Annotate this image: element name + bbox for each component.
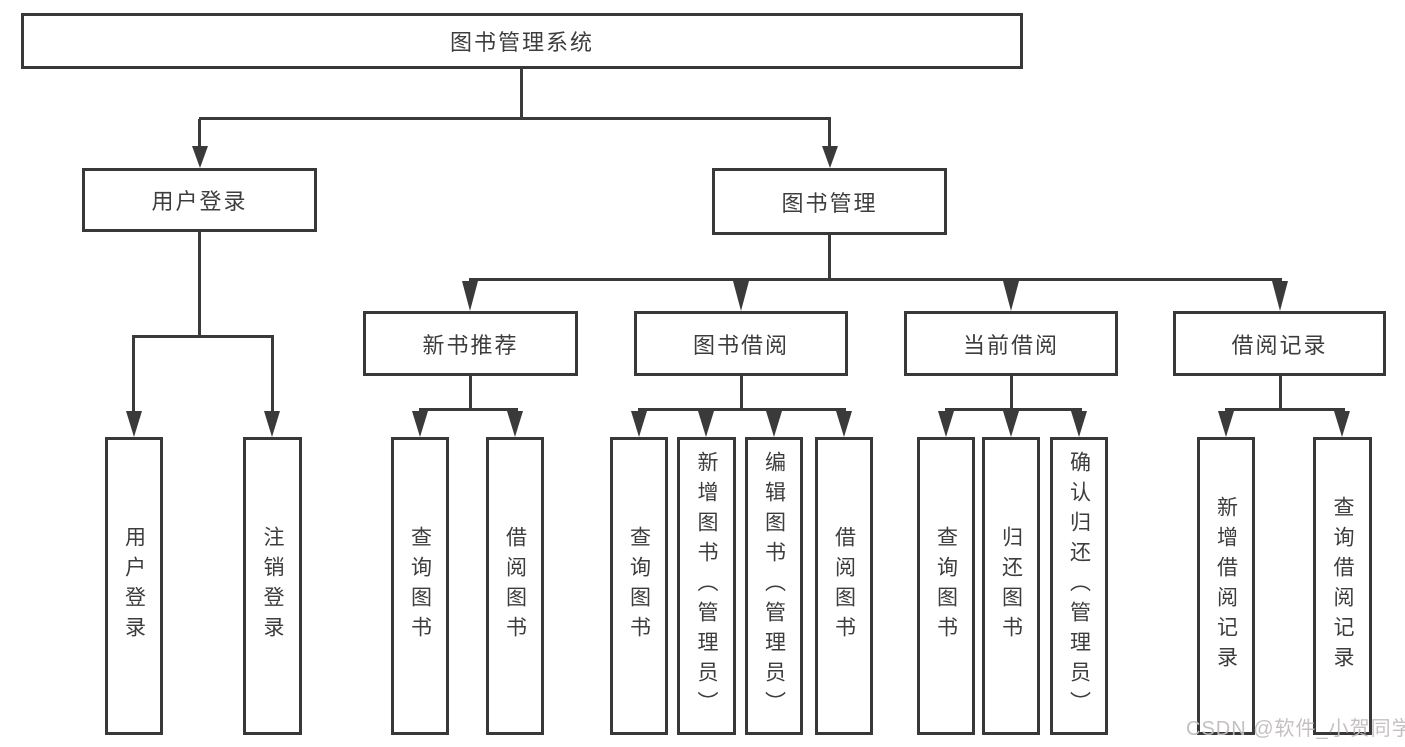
arrow-down-icon bbox=[938, 411, 954, 437]
leaf-label: 查询借阅记录 bbox=[1331, 496, 1354, 676]
leaf-label: 查询图书 bbox=[408, 526, 432, 646]
node-new-books-label: 新书推荐 bbox=[422, 332, 519, 358]
node-current-borrowing: 当前借阅 bbox=[904, 311, 1118, 376]
leaf-confirm-return-admin: 确认归还（管理员） bbox=[1050, 437, 1108, 735]
arrow-down-icon bbox=[1334, 411, 1350, 437]
node-new-books: 新书推荐 bbox=[363, 311, 578, 376]
node-root-label: 图书管理系统 bbox=[449, 30, 594, 55]
connector-borrowing-records-bus bbox=[1225, 408, 1345, 411]
node-book-borrowing: 图书借阅 bbox=[634, 311, 848, 376]
leaf-logout: 注销登录 bbox=[243, 437, 302, 735]
leaf-label: 查询图书 bbox=[627, 526, 651, 646]
connector-current-borrowing-stem bbox=[1010, 376, 1013, 411]
node-root-library-system: 图书管理系统 bbox=[21, 13, 1023, 69]
arrow-down-icon bbox=[822, 146, 838, 168]
leaf-label: 借阅图书 bbox=[832, 526, 856, 646]
arrow-down-icon bbox=[1003, 281, 1019, 311]
arrow-down-icon bbox=[412, 411, 428, 437]
leaf-label: 查询图书 bbox=[934, 526, 958, 646]
leaf-label: 注销登录 bbox=[261, 526, 284, 646]
node-current-borrowing-label: 当前借阅 bbox=[962, 332, 1059, 358]
node-book-management-label: 图书管理 bbox=[781, 190, 878, 216]
arrow-down-icon bbox=[462, 281, 478, 311]
node-user-login: 用户登录 bbox=[82, 168, 317, 232]
node-borrowing-records-label: 借阅记录 bbox=[1231, 332, 1328, 358]
leaf-query-borrow-record: 查询借阅记录 bbox=[1313, 437, 1372, 735]
leaf-edit-books-admin: 编辑图书（管理员） bbox=[745, 437, 803, 735]
connector-drop-book-management bbox=[828, 119, 831, 146]
connector-book-borrowing-bus bbox=[638, 408, 846, 411]
connector-user-login-bus bbox=[132, 335, 274, 338]
arrow-down-icon bbox=[836, 411, 852, 437]
arrow-down-icon bbox=[264, 411, 280, 437]
connector-book-management-bus bbox=[469, 278, 1282, 281]
connector-new-books-stem bbox=[469, 376, 472, 411]
leaf-label: 编辑图书（管理员） bbox=[762, 451, 786, 721]
leaf-borrow-books: 借阅图书 bbox=[815, 437, 873, 735]
node-book-management: 图书管理 bbox=[712, 168, 947, 235]
arrow-down-icon bbox=[192, 146, 208, 168]
arrow-down-icon bbox=[631, 411, 647, 437]
arrow-down-icon bbox=[1218, 411, 1234, 437]
arrow-down-icon bbox=[733, 281, 749, 311]
node-book-borrowing-label: 图书借阅 bbox=[692, 332, 789, 358]
node-borrowing-records: 借阅记录 bbox=[1173, 311, 1386, 376]
leaf-user-login: 用户登录 bbox=[105, 437, 163, 735]
arrow-down-icon bbox=[507, 411, 523, 437]
connector-book-management-stem bbox=[828, 235, 831, 281]
leaf-label: 新增图书（管理员） bbox=[695, 451, 718, 721]
arrow-down-icon bbox=[1071, 411, 1087, 437]
connector-root-bus bbox=[199, 117, 831, 120]
leaf-query-books: 查询图书 bbox=[917, 437, 975, 735]
arrow-down-icon bbox=[698, 411, 714, 437]
csdn-watermark: CSDN @软件_小贺同学 bbox=[1186, 718, 1405, 740]
arrow-down-icon bbox=[1272, 281, 1288, 311]
connector-book-borrowing-stem bbox=[740, 376, 743, 411]
leaf-query-books: 查询图书 bbox=[610, 437, 668, 735]
connector-drop-leaf bbox=[271, 338, 274, 412]
connector-user-login-stem bbox=[198, 232, 201, 338]
connector-new-books-bus bbox=[419, 408, 518, 411]
leaf-label: 借阅图书 bbox=[503, 526, 527, 646]
leaf-label: 新增借阅记录 bbox=[1214, 496, 1238, 676]
arrow-down-icon bbox=[1003, 411, 1019, 437]
arrow-down-icon bbox=[126, 411, 142, 437]
leaf-add-books-admin: 新增图书（管理员） bbox=[677, 437, 736, 735]
leaf-return-books: 归还图书 bbox=[982, 437, 1040, 735]
connector-borrowing-records-stem bbox=[1279, 376, 1282, 411]
connector-drop-leaf bbox=[132, 338, 135, 412]
arrow-down-icon bbox=[766, 411, 782, 437]
leaf-label: 确认归还（管理员） bbox=[1067, 451, 1091, 721]
connector-drop-user-login bbox=[198, 119, 201, 146]
node-user-login-label: 用户登录 bbox=[151, 189, 248, 214]
leaf-query-books: 查询图书 bbox=[391, 437, 449, 735]
leaf-borrow-books: 借阅图书 bbox=[486, 437, 544, 735]
leaf-label: 用户登录 bbox=[122, 526, 146, 646]
connector-root-stem bbox=[520, 69, 523, 119]
leaf-add-borrow-record: 新增借阅记录 bbox=[1197, 437, 1255, 735]
leaf-label: 归还图书 bbox=[999, 526, 1023, 646]
connector-current-borrowing-bus bbox=[945, 408, 1082, 411]
